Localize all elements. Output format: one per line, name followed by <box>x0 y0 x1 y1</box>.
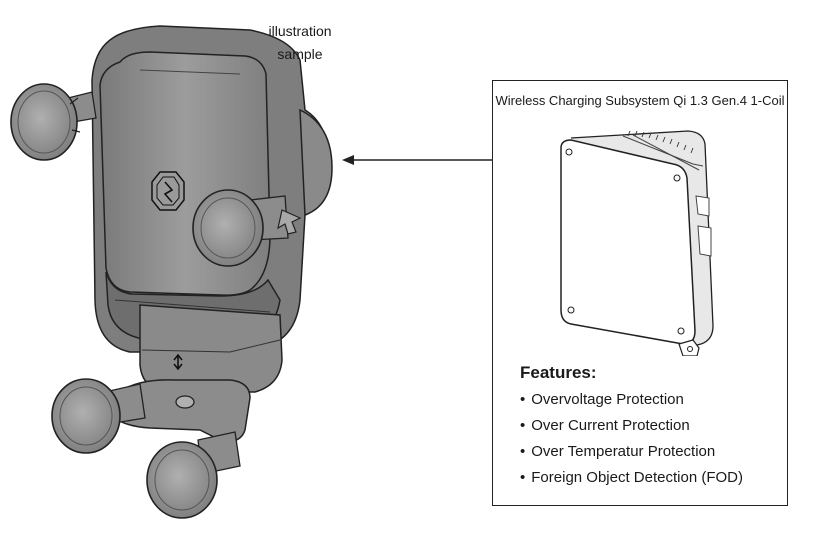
suction-cup-top-left <box>10 83 97 161</box>
feature-item: Overvoltage Protection <box>520 387 743 413</box>
charging-module-illustration <box>560 130 714 356</box>
suction-cup-bottom-right <box>146 431 241 519</box>
suction-cup-middle <box>192 189 302 267</box>
features-heading: Features: <box>520 363 597 382</box>
module-screw-hole-icon <box>565 148 573 156</box>
phone-holder-illustration <box>10 25 333 519</box>
module-screw-hole-icon <box>673 174 681 182</box>
feature-item: Over Temperatur Protection <box>520 439 743 465</box>
side-release-arrow-icon <box>277 209 302 235</box>
module-screw-hole-icon <box>677 327 685 335</box>
arrow-left-icon <box>342 155 492 165</box>
illustration-sample-label: illustration sample <box>255 20 345 66</box>
features-section: Features: Overvoltage Protection Over Cu… <box>520 363 743 491</box>
illustration-label-line1: illustration <box>268 23 332 39</box>
feature-item: Over Current Protection <box>520 413 743 439</box>
module-front-face <box>560 139 696 345</box>
features-list: Overvoltage Protection Over Current Prot… <box>520 387 743 491</box>
bracket-screw-icon <box>175 395 195 409</box>
illustration-label-line2: sample <box>277 46 323 62</box>
clamp-arrow-icon <box>173 353 183 371</box>
charging-symbol-icon <box>151 171 185 211</box>
subsystem-info-box: Wireless Charging Subsystem Qi 1.3 Gen.4… <box>492 80 788 506</box>
holder-side-knob <box>299 108 333 217</box>
holder-bottom-bracket <box>109 379 251 442</box>
module-screw-hole-icon <box>567 306 575 314</box>
subsystem-title: Wireless Charging Subsystem Qi 1.3 Gen.4… <box>495 93 785 108</box>
feature-item: Foreign Object Detection (FOD) <box>520 465 743 491</box>
holder-clamp-body <box>139 304 283 393</box>
suction-cup-bottom-left <box>51 378 146 454</box>
